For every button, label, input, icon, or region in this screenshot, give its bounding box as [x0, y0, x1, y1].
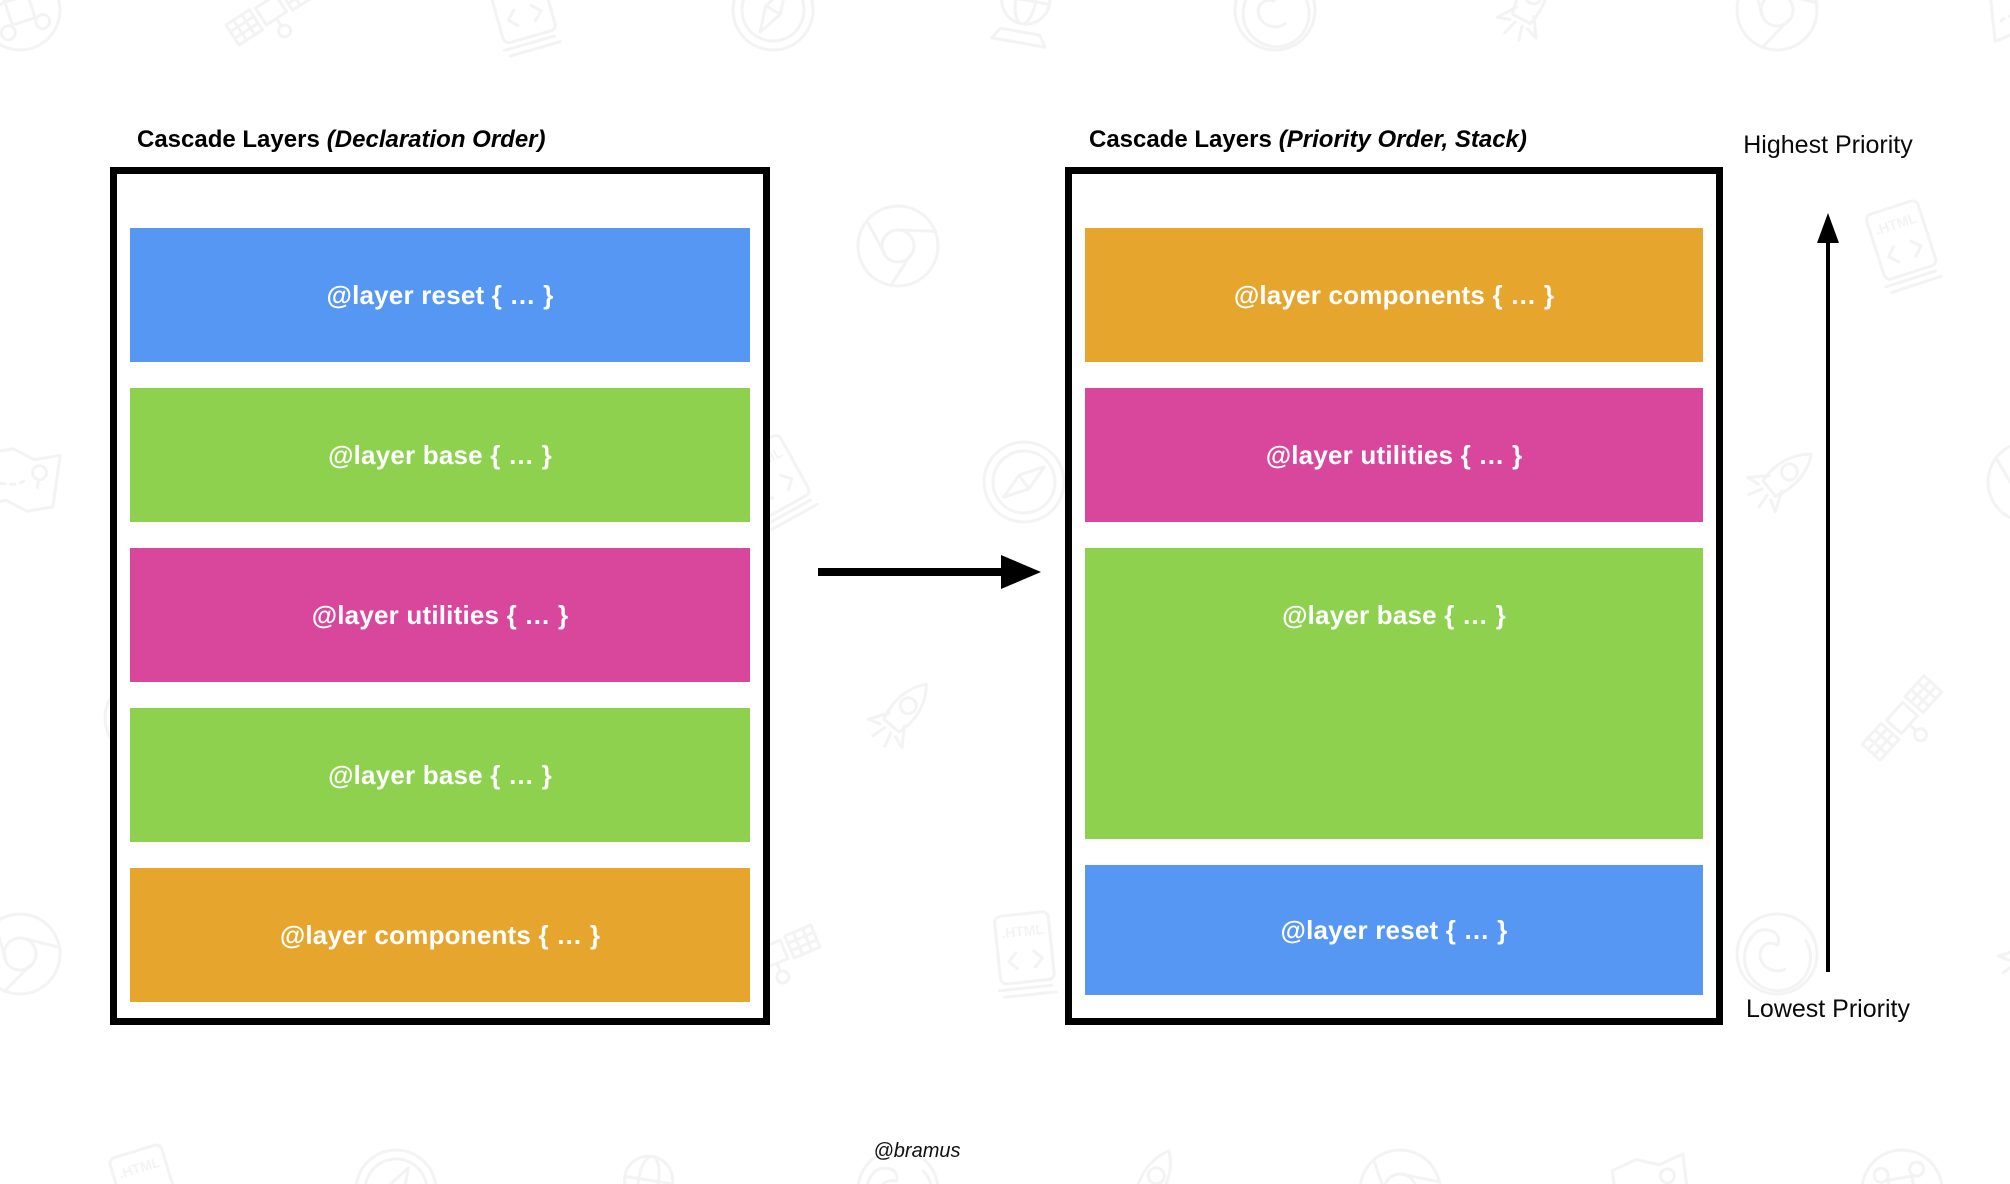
priority-axis-arrow-icon [1817, 213, 1839, 972]
left-panel-title-note: (Declaration Order) [326, 126, 546, 153]
right-panel-title-main: Cascade Layers [1089, 126, 1272, 153]
layer-box-utilities: @layer utilities { … } [1085, 388, 1703, 522]
layer-box-utilities: @layer utilities { … } [130, 548, 750, 682]
layer-box-base: @layer base { … } [1085, 548, 1703, 839]
layer-box-reset: @layer reset { … } [1085, 865, 1703, 995]
layer-box-reset: @layer reset { … } [130, 228, 750, 362]
author-credit: @bramus [873, 1140, 961, 1162]
priority-order-panel: @layer components { … } @layer utilities… [1065, 167, 1723, 1025]
right-panel-title: Cascade Layers(Priority Order, Stack) [1089, 126, 1527, 155]
lowest-priority-label: Lowest Priority [1746, 995, 1910, 1023]
layer-box-components: @layer components { … } [130, 868, 750, 1002]
layer-box-base: @layer base { … } [130, 388, 750, 522]
layer-box-components: @layer components { … } [1085, 228, 1703, 362]
left-panel-title: Cascade Layers(Declaration Order) [137, 126, 546, 155]
left-panel-title-main: Cascade Layers [137, 126, 320, 153]
declaration-to-priority-arrow-icon [818, 555, 1041, 589]
layer-box-base: @layer base { … } [130, 708, 750, 842]
right-panel-title-note: (Priority Order, Stack) [1278, 126, 1527, 153]
highest-priority-label: Highest Priority [1743, 131, 1913, 159]
declaration-order-panel: @layer reset { … } @layer base { … } @la… [110, 167, 770, 1025]
